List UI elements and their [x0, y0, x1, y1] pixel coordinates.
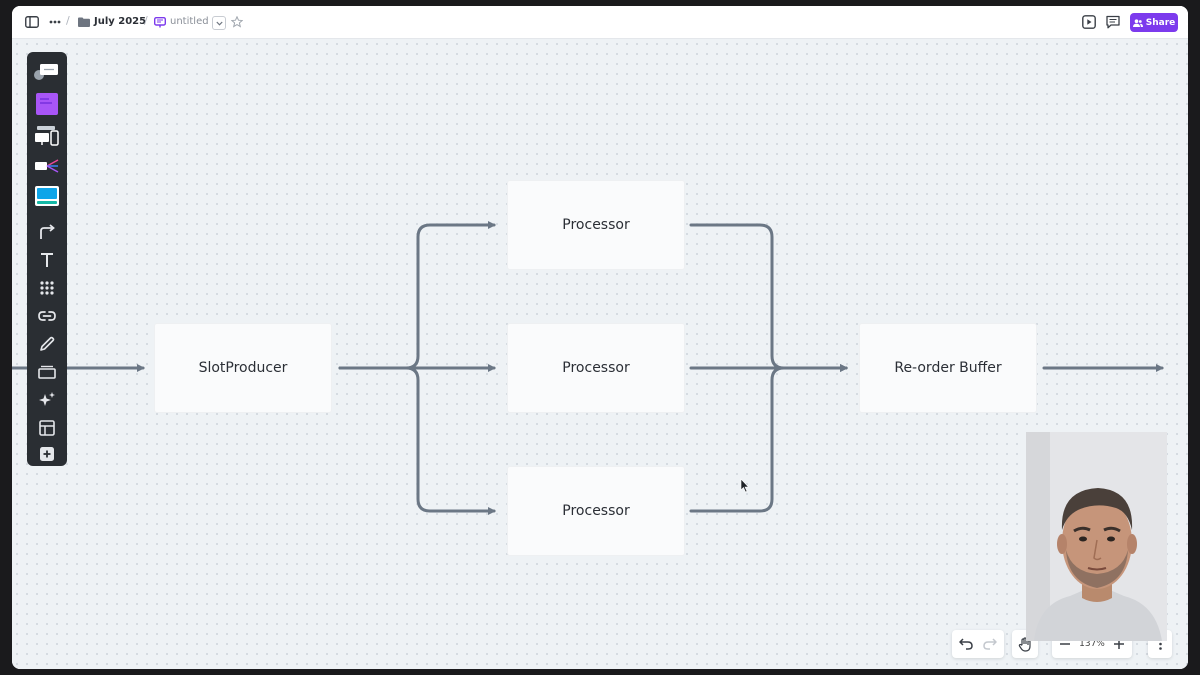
present-icon[interactable]	[1081, 14, 1097, 30]
connector-arrow-icon[interactable]	[33, 220, 61, 244]
node-label: SlotProducer	[198, 360, 288, 376]
arrow-from-processor-bottom	[689, 364, 848, 513]
node-processor-top[interactable]: Processor	[508, 181, 684, 269]
breadcrumb-folder[interactable]: July 2025	[94, 16, 147, 27]
add-more-icon[interactable]	[33, 442, 61, 466]
comment-icon[interactable]	[1105, 14, 1121, 30]
pen-tool-icon[interactable]	[33, 332, 61, 356]
users-icon	[1132, 18, 1143, 27]
diagram-template-icon[interactable]	[33, 154, 61, 178]
undo-icon[interactable]	[959, 638, 973, 650]
breadcrumb-separator: /	[144, 14, 148, 27]
node-processor-middle[interactable]: Processor	[508, 324, 684, 412]
text-tool-icon[interactable]	[33, 248, 61, 272]
zoom-out-icon[interactable]	[1060, 643, 1070, 645]
top-bar: / July 2025 / untitled Share	[12, 6, 1188, 39]
node-label: Re-order Buffer	[894, 360, 1002, 376]
sticky-note-icon[interactable]	[33, 92, 61, 116]
share-label: Share	[1145, 17, 1176, 28]
node-label: Processor	[562, 360, 630, 376]
node-label: Processor	[562, 503, 630, 519]
node-label: Processor	[562, 217, 630, 233]
chevron-down-icon[interactable]	[212, 16, 226, 30]
breadcrumb-separator: /	[66, 14, 70, 27]
board-title[interactable]: untitled	[170, 16, 209, 27]
redo-icon[interactable]	[983, 638, 997, 650]
grid-apps-icon[interactable]	[33, 276, 61, 300]
app-window: / July 2025 / untitled Share	[12, 6, 1188, 669]
arrow-to-processor-top	[338, 221, 496, 370]
webcam-overlay	[1026, 432, 1167, 641]
mouse-cursor	[740, 478, 750, 493]
more-options-icon[interactable]	[48, 15, 62, 29]
node-reorder-buffer[interactable]: Re-order Buffer	[860, 324, 1036, 412]
whiteboard-canvas[interactable]: SlotProducer Processor Processor Process…	[12, 39, 1188, 669]
presenter-video-icon	[1026, 432, 1167, 641]
arrow-to-processor-bottom	[338, 366, 496, 515]
folder-icon	[77, 15, 91, 29]
embed-card-icon[interactable]	[33, 184, 61, 208]
board-icon	[153, 15, 167, 29]
link-icon[interactable]	[33, 304, 61, 328]
history-controls	[952, 630, 1004, 658]
frame-tool-icon[interactable]	[33, 360, 61, 384]
star-icon[interactable]	[230, 15, 244, 29]
sidebar-toggle-icon[interactable]	[24, 15, 40, 29]
hand-icon	[1018, 636, 1031, 652]
connector-lines	[12, 221, 1164, 515]
arrow-from-processor-top	[689, 223, 848, 372]
device-frames-icon[interactable]	[33, 124, 61, 148]
left-toolbar	[27, 52, 67, 466]
card-template-icon[interactable]	[33, 60, 61, 84]
zoom-level[interactable]: 137%	[1079, 639, 1105, 649]
layout-template-icon[interactable]	[33, 416, 61, 440]
ai-sparkle-icon[interactable]	[33, 388, 61, 412]
node-processor-bottom[interactable]: Processor	[508, 467, 684, 555]
node-slot-producer[interactable]: SlotProducer	[155, 324, 331, 412]
share-button[interactable]: Share	[1130, 13, 1178, 32]
